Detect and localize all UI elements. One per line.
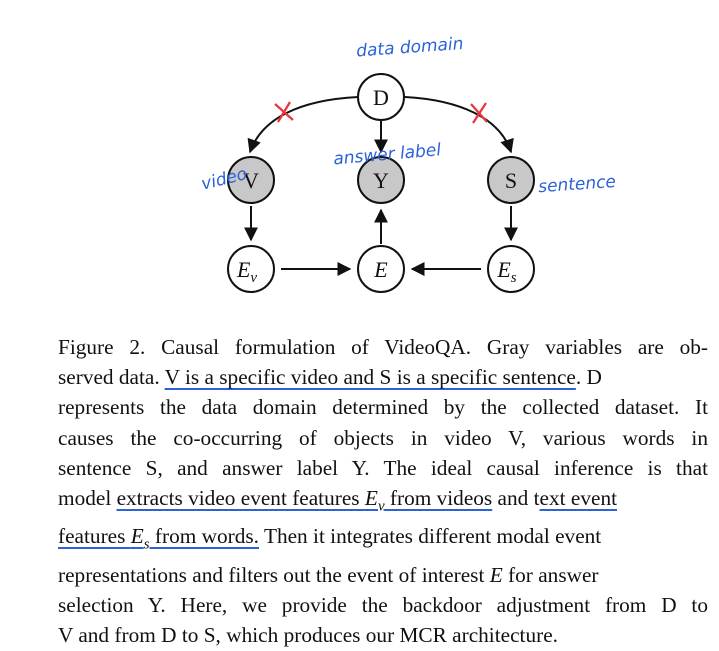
annotation-sentence: sentence — [538, 172, 617, 197]
cut-mark-right — [470, 102, 488, 124]
svg-text:S: S — [505, 168, 517, 193]
caption-line-9: selection Y. Here, we provide the backdo… — [58, 593, 708, 618]
caption-line-6: model extracts video event features Ev f… — [58, 486, 618, 515]
svg-text:Es: Es — [496, 257, 516, 286]
underline-text-features: features Es from words. — [58, 524, 259, 553]
caption-line-4: causes the co-occurring of objects in vi… — [58, 425, 708, 450]
caption-line-1: Figure 2. Causal formulation of VideoQA.… — [58, 335, 708, 359]
caption-line-8: representations and filters out the even… — [58, 562, 599, 587]
caption-line-10: V and from D to S, which produces our MC… — [58, 623, 558, 648]
caption-line-7: features Es from words. Then it integrat… — [58, 524, 602, 553]
node-s: S — [487, 156, 535, 204]
node-ev: Ev — [227, 245, 275, 293]
underline-v-s: V is a specific video and S is a specifi… — [164, 365, 576, 390]
edge-d-to-s — [404, 96, 514, 154]
figure-caption: Figure 2. Causal formulation of VideoQA.… — [58, 332, 708, 651]
svg-text:V: V — [243, 168, 259, 193]
caption-line-2: served data. V is a specific video and S… — [58, 365, 602, 390]
edge-d-to-v — [247, 96, 359, 154]
node-es: Es — [487, 245, 535, 293]
svg-text:E: E — [373, 257, 388, 282]
svg-text:Y: Y — [373, 168, 389, 193]
node-y: Y — [357, 156, 405, 204]
svg-text:D: D — [373, 85, 389, 110]
node-d: D — [357, 73, 405, 121]
caption-line-5: sentence S, and answer label Y. The idea… — [58, 455, 708, 480]
node-e: E — [357, 245, 405, 293]
caption-line-3: represents the data domain determined by… — [58, 395, 708, 420]
causal-diagram: D V Y S Ev E Es — [199, 34, 617, 293]
node-v: V — [227, 156, 275, 204]
cut-mark-left — [274, 101, 294, 123]
underline-video-features: extracts video event features Ev from vi… — [116, 486, 493, 515]
underline-text-event: ext event — [539, 486, 618, 511]
annotation-data-domain: data domain — [356, 34, 465, 61]
svg-text:Ev: Ev — [236, 257, 257, 286]
